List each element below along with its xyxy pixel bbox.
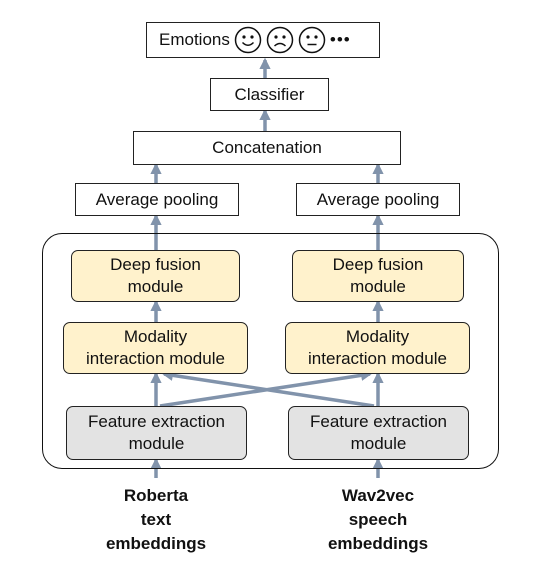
- text-input-line3: embeddings: [105, 534, 207, 553]
- speech-average-pooling-box: Average pooling: [296, 183, 460, 216]
- neutral-face-icon: [298, 26, 326, 54]
- speech-interaction-line1: Modality: [345, 327, 410, 346]
- speech-input-line1: Wav2vec: [341, 486, 415, 505]
- concatenation-label: Concatenation: [212, 138, 322, 157]
- speech-interaction-line2: interaction module: [308, 349, 447, 368]
- classifier-label: Classifier: [234, 84, 305, 104]
- text-extraction-line2: module: [128, 434, 185, 453]
- concatenation-box: Concatenation: [133, 131, 401, 165]
- text-extraction-line1: Feature extraction: [87, 412, 225, 431]
- speech-extraction-line1: Feature extraction: [309, 412, 447, 431]
- text-deep-fusion-line1: Deep fusion: [110, 255, 201, 274]
- text-deep-fusion-module: Deep fusion module: [71, 250, 240, 302]
- speech-deep-fusion-line1: Deep fusion: [332, 255, 424, 274]
- speech-deep-fusion-line2: module: [350, 277, 406, 296]
- text-average-pooling-label: Average pooling: [95, 189, 219, 209]
- text-interaction-line1: Modality: [123, 327, 188, 346]
- text-modality-interaction-module: Modality interaction module: [63, 322, 248, 374]
- text-input-line1: Roberta: [123, 486, 189, 505]
- emotions-output-box: Emotions •••: [146, 22, 380, 58]
- text-feature-extraction-module: Feature extraction module: [66, 406, 247, 460]
- fusion-network-container: [42, 233, 499, 469]
- text-interaction-line2: interaction module: [86, 349, 225, 368]
- speech-input-label: Wav2vec speech embeddings: [293, 484, 463, 556]
- happy-face-icon: [234, 26, 262, 54]
- sad-face-icon: [266, 26, 294, 54]
- speech-average-pooling-label: Average pooling: [316, 189, 440, 209]
- speech-extraction-line2: module: [350, 434, 407, 453]
- emotions-label: Emotions: [159, 30, 230, 49]
- classifier-box: Classifier: [210, 78, 329, 111]
- text-deep-fusion-line2: module: [127, 277, 184, 296]
- speech-modality-interaction-module: Modality interaction module: [285, 322, 470, 374]
- speech-deep-fusion-module: Deep fusion module: [292, 250, 464, 302]
- more-emotions-ellipsis: •••: [329, 30, 351, 49]
- text-input-label: Roberta text embeddings: [71, 484, 241, 556]
- speech-input-line3: embeddings: [327, 534, 429, 553]
- text-average-pooling-box: Average pooling: [75, 183, 239, 216]
- speech-input-line2: speech: [348, 510, 408, 529]
- text-input-line2: text: [140, 510, 172, 529]
- speech-feature-extraction-module: Feature extraction module: [288, 406, 469, 460]
